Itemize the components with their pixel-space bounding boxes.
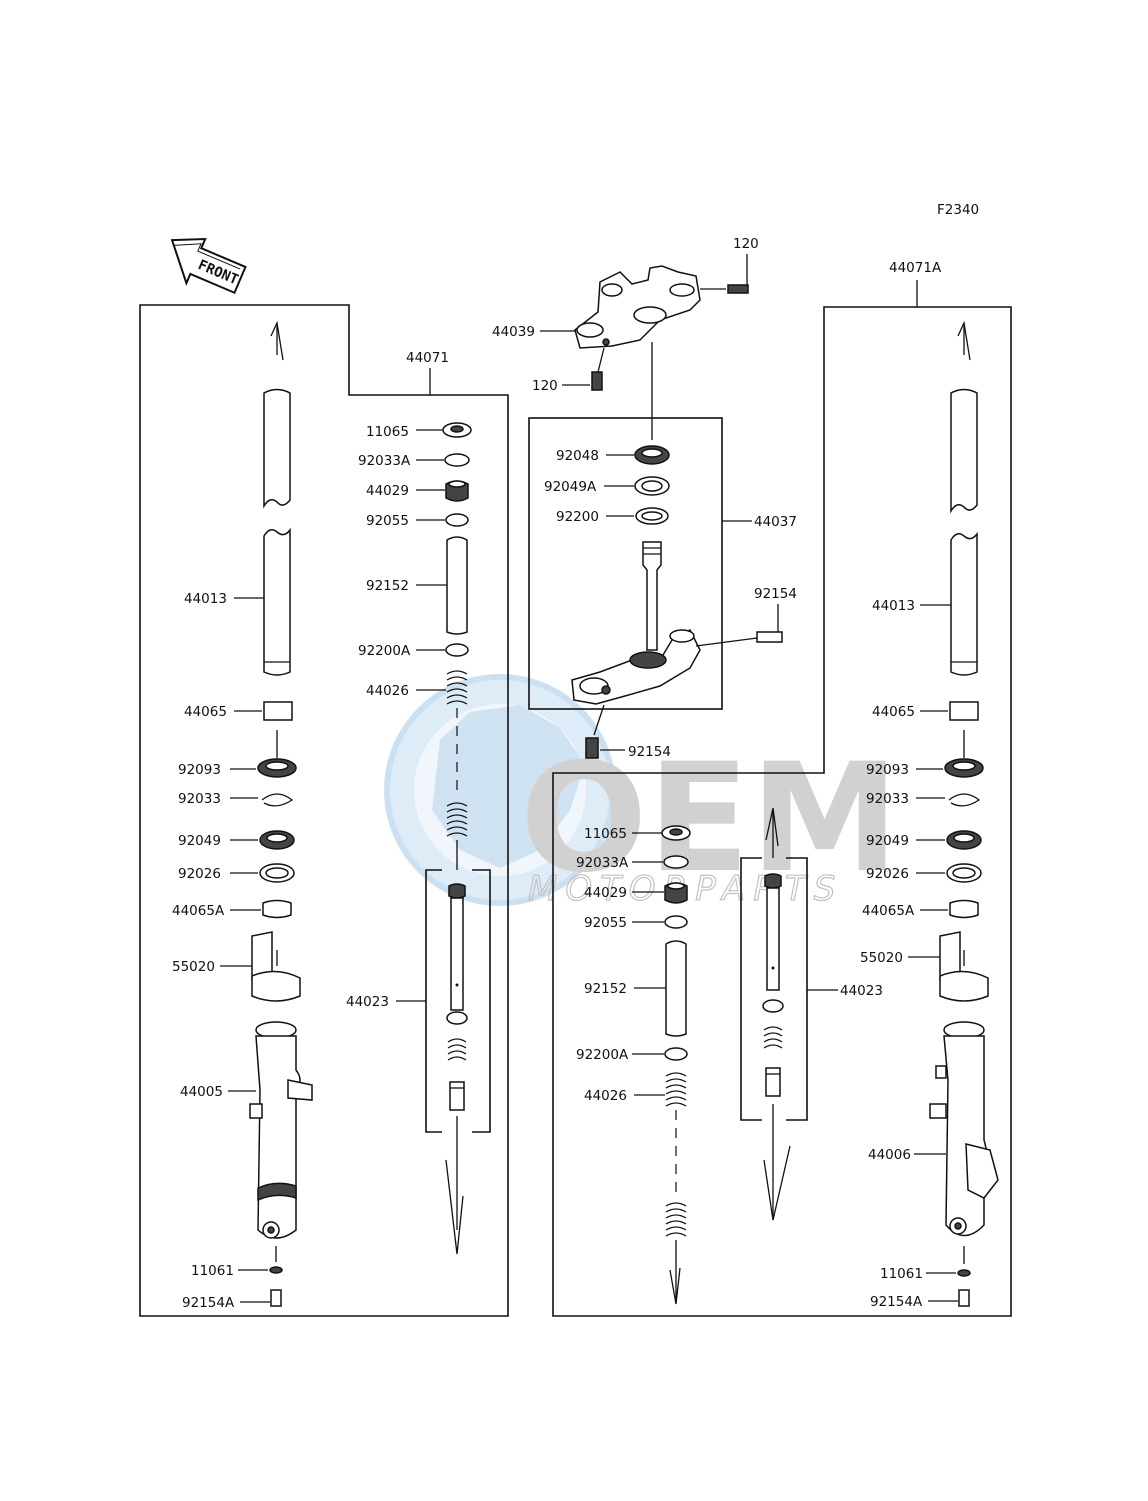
left-fork-guard [251, 931, 301, 1002]
right-fork-guard [939, 931, 989, 1002]
left-bushing [263, 701, 293, 721]
part-label-92033A-right: 92033A [576, 855, 629, 871]
part-label-92026-left: 92026 [178, 866, 221, 882]
right-assembly-label: 44071A [889, 260, 942, 276]
front-arrow-icon: FRONT [170, 237, 247, 295]
part-label-92055-right: 92055 [584, 915, 627, 931]
upper-triple-clamp [574, 265, 701, 349]
left-drain-bolt [270, 1289, 282, 1307]
part-label-120-top: 120 [733, 236, 759, 252]
part-label-44023-right: 44023 [840, 983, 883, 999]
part-label-44065A-left: 44065A [172, 903, 225, 919]
part-label-44006: 44006 [868, 1147, 911, 1163]
stem-bolt-icon [756, 631, 783, 643]
part-label-92154-top: 92154 [754, 586, 797, 602]
steering-stem-frame [528, 417, 723, 710]
part-label-44026-right: 44026 [584, 1088, 627, 1104]
part-label-11065-left: 11065 [366, 424, 409, 440]
part-label-92154-bottom: 92154 [628, 744, 671, 760]
part-label-92049-left: 92049 [178, 833, 221, 849]
left-bushing-a [262, 899, 292, 919]
right-inner-tube [950, 320, 978, 676]
part-label-11061-right: 11061 [880, 1266, 923, 1282]
left-clip [261, 793, 294, 807]
stem-lower-bolt-icon [585, 737, 599, 759]
part-label-92200A-left: 92200A [358, 643, 411, 659]
part-label-120-bottom: 120 [532, 378, 558, 394]
part-label-44065-right: 44065 [872, 704, 915, 720]
part-label-11065-right: 11065 [584, 826, 627, 842]
part-label-92200: 92200 [556, 509, 599, 525]
right-fork-spring [665, 1072, 687, 1305]
part-label-44029-left: 44029 [366, 483, 409, 499]
part-label-92049-right: 92049 [866, 833, 909, 849]
part-label-92154A-right: 92154A [870, 1294, 923, 1310]
part-label-92049A: 92049A [544, 479, 597, 495]
right-cartridge [740, 807, 808, 1221]
part-label-92093-left: 92093 [178, 762, 221, 778]
part-label-92200A-right: 92200A [576, 1047, 629, 1063]
left-fork-spring [446, 670, 468, 837]
part-label-44023-left: 44023 [346, 994, 389, 1010]
part-label-44005-left: 44005 [180, 1084, 223, 1100]
top-bolt-icon [727, 284, 749, 294]
part-label-11061-left: 11061 [191, 1263, 234, 1279]
steering-stem [571, 541, 701, 705]
part-label-92152-left: 92152 [366, 578, 409, 594]
part-label-92033-left: 92033 [178, 791, 221, 807]
part-label-92026-right: 92026 [866, 866, 909, 882]
left-outer-tube [249, 1021, 313, 1262]
part-label-92154A-left: 92154A [182, 1295, 235, 1311]
part-label-92048: 92048 [556, 448, 599, 464]
part-label-44037: 44037 [754, 514, 797, 530]
part-label-44065-left: 44065 [184, 704, 227, 720]
right-fork-frame [552, 306, 1012, 1317]
part-label-92055-left: 92055 [366, 513, 409, 529]
left-small-washer [269, 1266, 283, 1274]
part-label-44013-left: 44013 [184, 591, 227, 607]
part-label-44026-left: 44026 [366, 683, 409, 699]
diagram-code: F2340 [937, 202, 979, 218]
part-label-44013-right: 44013 [872, 598, 915, 614]
part-label-92033-right: 92033 [866, 791, 909, 807]
left-inner-tube [263, 320, 291, 676]
lower-bolt-icon [591, 371, 603, 391]
part-label-55020-left: 55020 [172, 959, 215, 975]
part-label-44065A-right: 44065A [862, 903, 915, 919]
part-label-92033A-left: 92033A [358, 453, 411, 469]
part-label-44029-right: 44029 [584, 885, 627, 901]
part-label-92152-right: 92152 [584, 981, 627, 997]
watermark-main-text: OEM [520, 732, 899, 906]
right-outer-tube [929, 1021, 999, 1264]
part-label-44039: 44039 [492, 324, 535, 340]
left-fork-frame [139, 304, 509, 1317]
part-label-92093-right: 92093 [866, 762, 909, 778]
part-label-55020-right: 55020 [860, 950, 903, 966]
watermark: OEM MOTORPARTS [384, 674, 899, 910]
left-assembly-label: 44071 [406, 350, 449, 366]
